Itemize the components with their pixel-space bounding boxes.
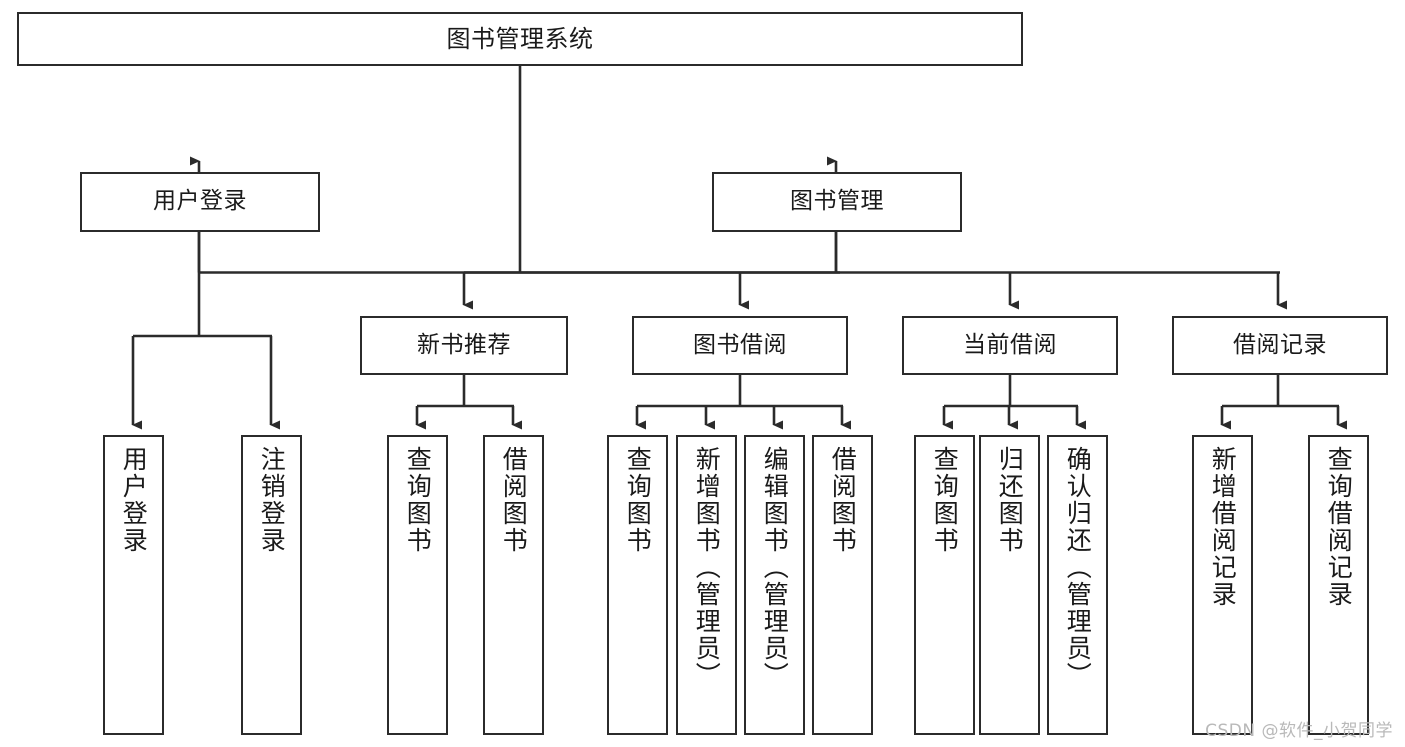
node-label: 新书推荐	[417, 331, 511, 358]
node-label: 查询图书	[403, 446, 433, 554]
node-leaf-add-borrow-record[interactable]: 新增借阅记录	[1192, 435, 1253, 735]
node-label: 图书管理	[790, 188, 884, 215]
node-label: 用户登录	[153, 188, 247, 215]
node-leaf-query-book-borrow[interactable]: 查询图书	[607, 435, 668, 735]
csdn-watermark: CSDN @软件_小贺同学	[1205, 721, 1393, 741]
node-label: 新增借阅记录	[1208, 446, 1238, 608]
node-leaf-confirm-return-admin[interactable]: 确认归还（管理员）	[1047, 435, 1108, 735]
node-label: 确认归还（管理员）	[1063, 446, 1093, 689]
node-root-system[interactable]: 图书管理系统	[17, 12, 1023, 66]
node-book-management[interactable]: 图书管理	[712, 172, 962, 232]
node-user-login[interactable]: 用户登录	[80, 172, 320, 232]
node-leaf-query-book-newbook[interactable]: 查询图书	[387, 435, 448, 735]
node-leaf-return-book[interactable]: 归还图书	[979, 435, 1040, 735]
node-label: 借阅图书	[828, 446, 858, 554]
node-leaf-add-book-admin[interactable]: 新增图书（管理员）	[676, 435, 737, 735]
node-label: 归还图书	[995, 446, 1025, 554]
node-label: 查询借阅记录	[1324, 446, 1354, 608]
node-leaf-query-book-current[interactable]: 查询图书	[914, 435, 975, 735]
node-leaf-logout[interactable]: 注销登录	[241, 435, 302, 735]
node-leaf-borrow-book[interactable]: 借阅图书	[812, 435, 873, 735]
node-leaf-user-login[interactable]: 用户登录	[103, 435, 164, 735]
node-new-book-recommend[interactable]: 新书推荐	[360, 316, 568, 375]
node-leaf-edit-book-admin[interactable]: 编辑图书（管理员）	[744, 435, 805, 735]
node-label: 图书管理系统	[446, 24, 594, 53]
node-book-borrow[interactable]: 图书借阅	[632, 316, 848, 375]
node-label: 查询图书	[623, 446, 653, 554]
node-leaf-query-borrow-record[interactable]: 查询借阅记录	[1308, 435, 1369, 735]
node-leaf-borrow-book-newbook[interactable]: 借阅图书	[483, 435, 544, 735]
node-label: 新增图书（管理员）	[692, 446, 722, 689]
node-label: 借阅图书	[499, 446, 529, 554]
node-label: 查询图书	[930, 446, 960, 554]
node-label: 图书借阅	[693, 331, 787, 358]
node-borrow-record[interactable]: 借阅记录	[1172, 316, 1388, 375]
node-label: 当前借阅	[963, 331, 1057, 358]
node-label: 借阅记录	[1233, 331, 1327, 358]
node-current-borrow[interactable]: 当前借阅	[902, 316, 1118, 375]
node-label: 用户登录	[119, 446, 149, 554]
node-label: 注销登录	[257, 446, 287, 554]
node-label: 编辑图书（管理员）	[760, 446, 790, 689]
